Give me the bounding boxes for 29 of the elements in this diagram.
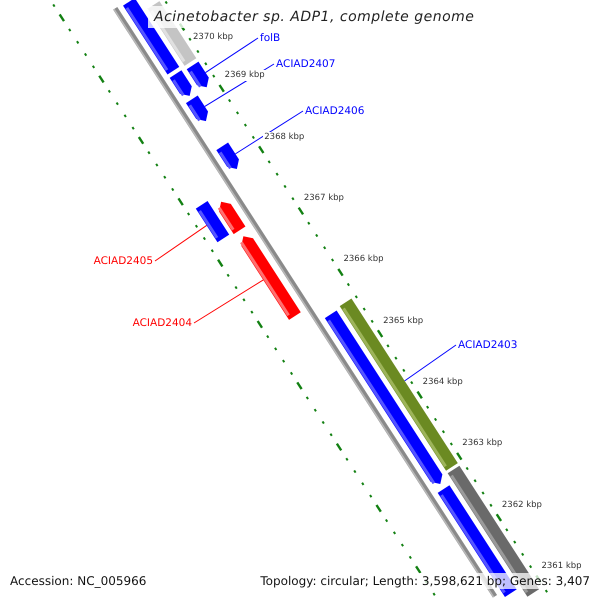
scale-label: 2367 kbp xyxy=(302,192,345,204)
scale-label: 2364 kbp xyxy=(422,376,464,388)
gene-feature xyxy=(240,236,301,320)
gene-feature xyxy=(216,142,239,170)
scale-label: 2370 kbp xyxy=(192,32,234,43)
gene-label: ACIAD2405 xyxy=(94,254,153,268)
scale-label: 2365 kbp xyxy=(382,316,424,327)
leader-line xyxy=(404,344,456,382)
gene-label: ACIAD2406 xyxy=(305,104,364,118)
gene-feature xyxy=(170,70,192,96)
gene-feature xyxy=(186,62,209,88)
gene-label: folB xyxy=(260,31,280,45)
scale-label: 2362 kbp xyxy=(500,500,543,511)
leader-line xyxy=(234,110,304,154)
scale-label: 2361 kbp xyxy=(540,560,583,572)
gene-label: ACIAD2403 xyxy=(458,338,518,352)
leader-line xyxy=(194,279,264,324)
genome-info: Topology: circular; Length: 3,598,621 bp; Genes: 3,407 xyxy=(258,573,592,589)
leader-line xyxy=(154,224,208,262)
scale-label: 2366 kbp xyxy=(342,254,385,266)
gene-feature xyxy=(186,95,208,122)
gene-feature xyxy=(218,202,246,234)
accession-label: Accession: NC_005966 xyxy=(10,573,146,589)
scale-label: 2369 kbp xyxy=(224,70,266,82)
gene-label: ACIAD2407 xyxy=(276,57,336,71)
leader-line xyxy=(205,38,258,74)
scale-label: 2368 kbp xyxy=(263,132,306,143)
gene-label: ACIAD2404 xyxy=(132,316,192,330)
scale-label: 2363 kbp xyxy=(461,438,504,450)
